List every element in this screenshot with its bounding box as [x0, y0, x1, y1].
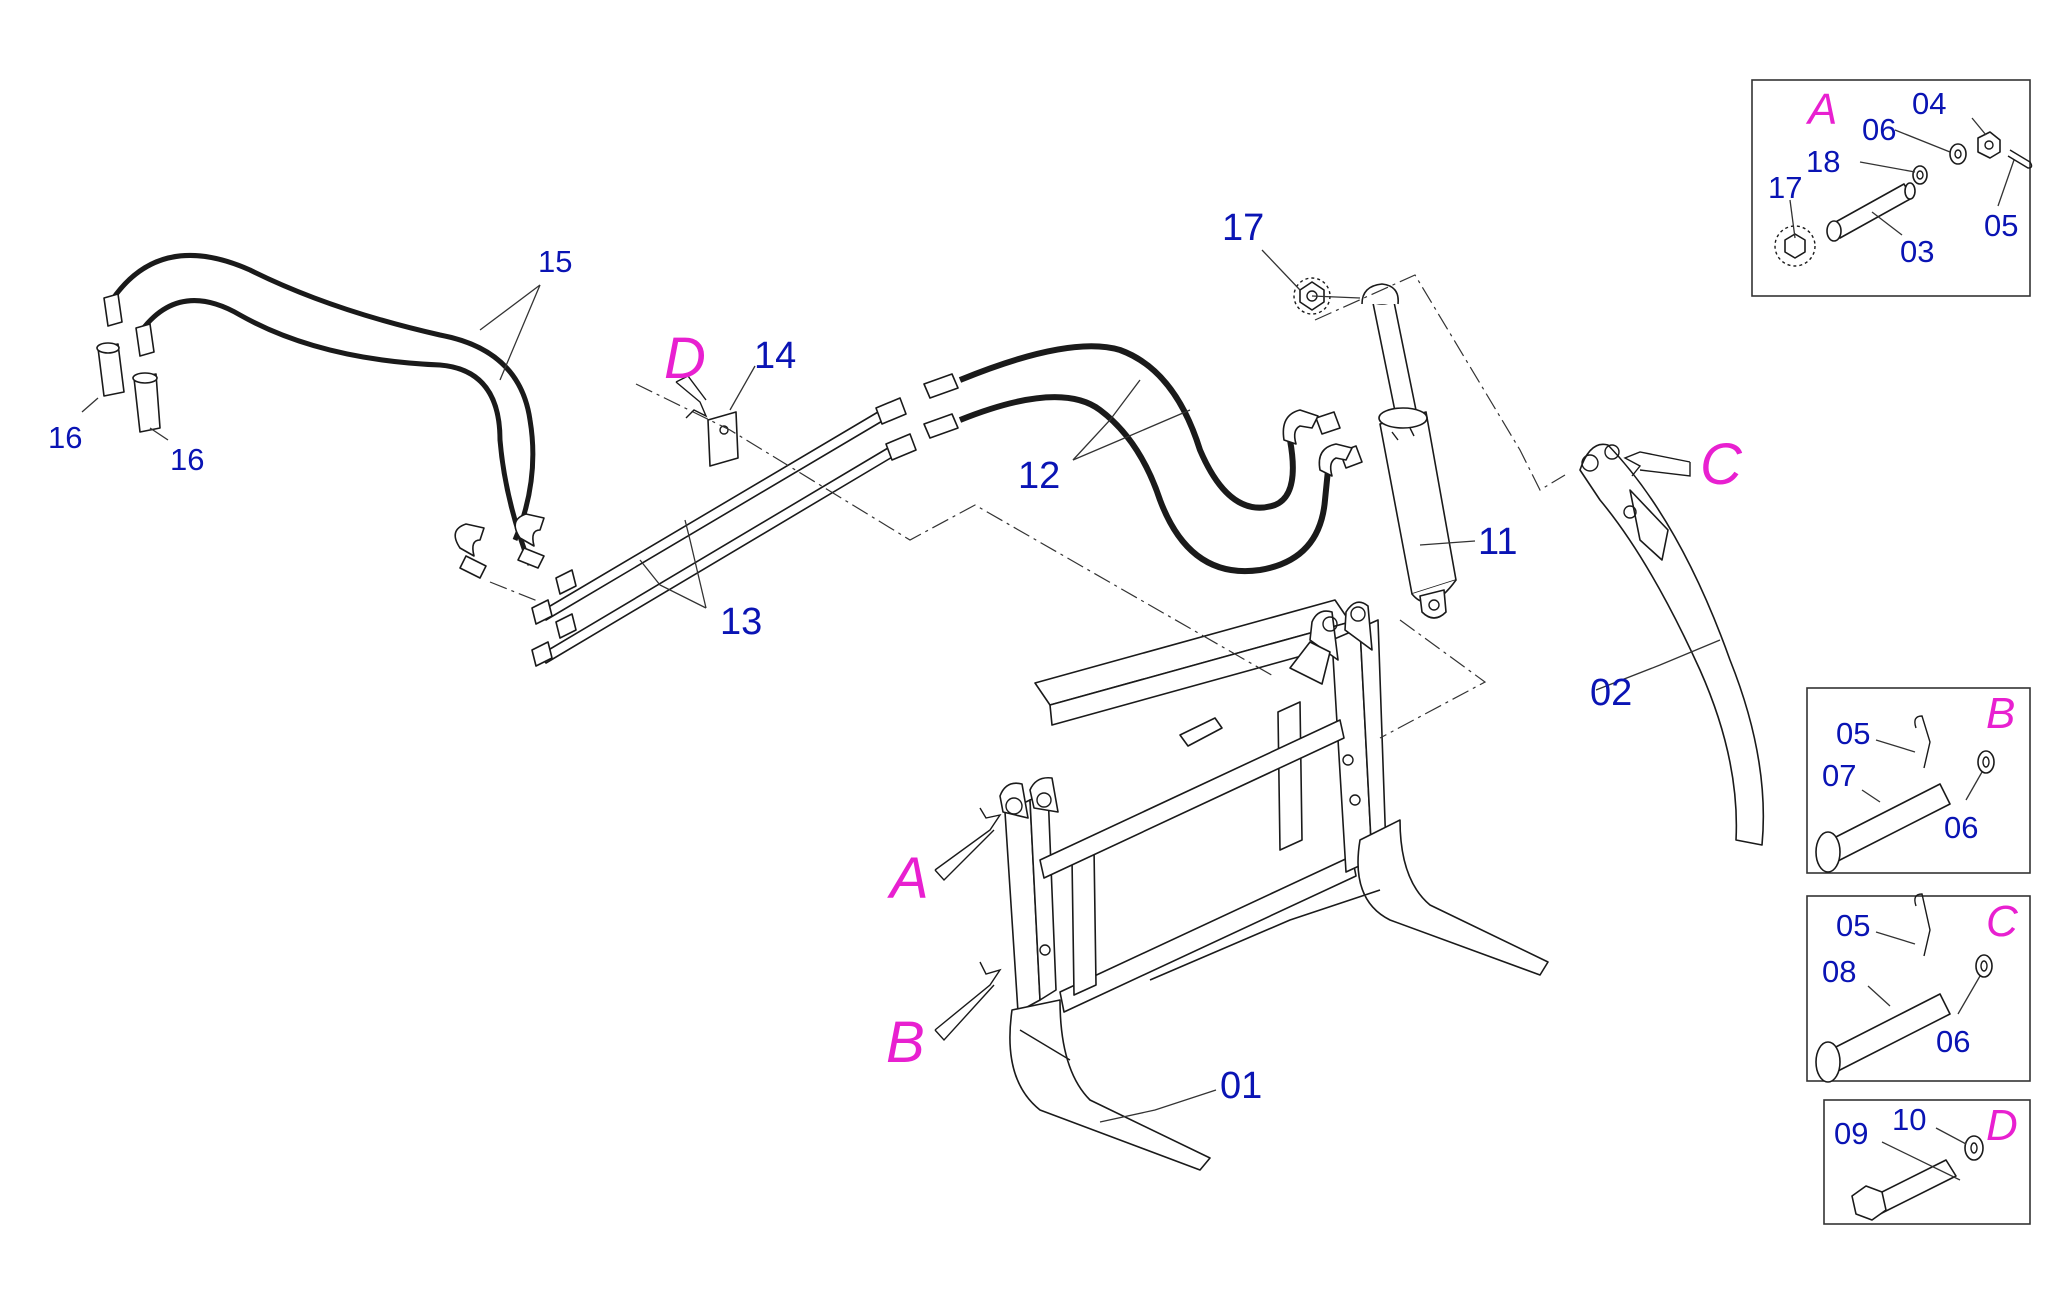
detail-d-label-10: 10	[1892, 1102, 1926, 1137]
hoses-15	[103, 252, 545, 579]
label-part-14: 14	[754, 335, 796, 377]
quick-couplers-16	[96, 342, 161, 433]
detail-c-labels: C 05 08 06	[1822, 897, 2019, 1059]
detail-d-letter: D	[1986, 1101, 2018, 1150]
detail-b-labels: B 05 07 06	[1822, 689, 2015, 845]
callout-arrows	[675, 375, 1691, 1042]
grab-arm	[1579, 443, 1765, 846]
detail-callout-letters: A B C D	[664, 326, 1743, 1075]
detail-b-letter: B	[1986, 689, 2015, 738]
label-part-12: 12	[1018, 455, 1060, 497]
detail-c-label-08: 08	[1822, 954, 1856, 989]
label-part-16-a: 16	[48, 420, 82, 455]
detail-d-labels: D 09 10	[1834, 1101, 2018, 1151]
detail-d-label-09: 09	[1834, 1116, 1868, 1151]
detail-a-label-05: 05	[1984, 208, 2018, 243]
detail-a-label-18: 18	[1806, 144, 1840, 179]
detail-b-label-07: 07	[1822, 758, 1856, 793]
hoses-12	[923, 343, 1353, 575]
label-part-15: 15	[538, 244, 572, 279]
label-part-13: 13	[720, 601, 762, 643]
detail-b-label-05: 05	[1836, 716, 1870, 751]
label-part-17: 17	[1222, 207, 1264, 249]
detail-a-label-17: 17	[1768, 170, 1802, 205]
callout-letter-b: B	[886, 1010, 925, 1075]
pipe-clamp-14	[707, 411, 739, 467]
detail-box-d	[1823, 1099, 2031, 1225]
label-part-11: 11	[1478, 521, 1517, 563]
hydraulic-cylinder	[1315, 283, 1457, 619]
detail-box-b	[1806, 687, 2031, 874]
detail-b-label-06: 06	[1944, 810, 1978, 845]
detail-box-a	[1751, 79, 2033, 297]
label-part-02: 02	[1590, 672, 1632, 714]
callout-letter-c: C	[1700, 432, 1743, 497]
callout-letter-d: D	[664, 326, 706, 391]
label-part-16-b: 16	[170, 442, 204, 477]
detail-a-letter: A	[1805, 85, 1837, 134]
detail-c-letter: C	[1986, 897, 2019, 946]
bale-grab-frame	[999, 599, 1549, 1171]
assembly-centerlines	[489, 274, 1566, 739]
detail-a-label-04: 04	[1912, 86, 1946, 121]
detail-c-label-05: 05	[1836, 908, 1870, 943]
detail-a-labels: A 04 06 18 17 03 05	[1768, 85, 2018, 269]
detail-box-c	[1806, 893, 2031, 1083]
callout-letter-a: A	[887, 846, 929, 911]
leader-lines	[81, 117, 2015, 1181]
detail-a-label-06: 06	[1862, 112, 1896, 147]
detail-a-label-03: 03	[1900, 234, 1934, 269]
detail-c-label-06: 06	[1936, 1024, 1970, 1059]
part-number-labels: 01 02 11 12 13 14 15 16 16 17	[48, 207, 1632, 1107]
label-part-01: 01	[1220, 1065, 1262, 1107]
steel-pipes-13	[531, 397, 917, 667]
